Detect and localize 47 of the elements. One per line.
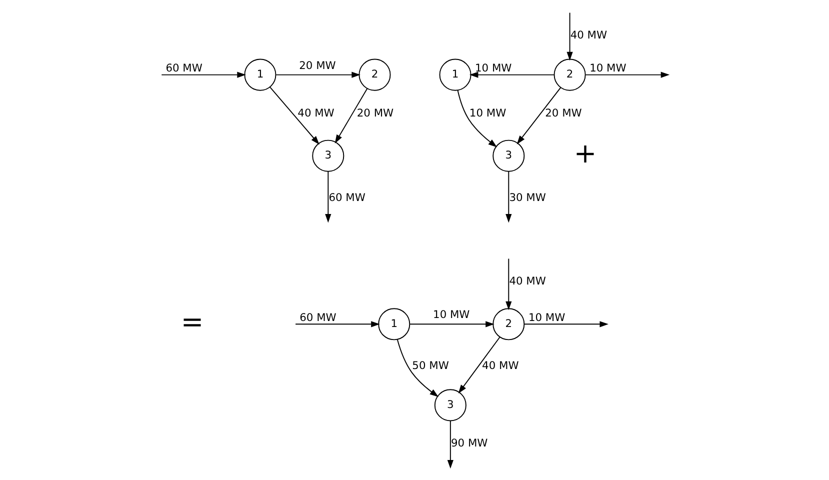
arrow xyxy=(275,72,360,78)
node-circle: 3 xyxy=(492,140,524,172)
edge-label: 40 MW xyxy=(482,359,518,372)
edge-label: 50 MW xyxy=(412,359,448,372)
arrow xyxy=(524,321,608,328)
arrow xyxy=(409,321,494,328)
arrow xyxy=(334,88,368,144)
node-circle: 2 xyxy=(553,58,586,91)
node-circle: 3 xyxy=(312,140,344,172)
edge-label: 20 MW xyxy=(356,106,394,120)
edge-label: 10 MW xyxy=(528,311,565,324)
edge-label: 40 MW xyxy=(508,274,546,288)
edge-label: 30 MW xyxy=(508,190,546,204)
arrow xyxy=(516,86,561,144)
edge-label: 10 MW xyxy=(468,106,506,120)
arrow xyxy=(584,72,670,78)
label: = xyxy=(180,306,204,338)
node-circle: 1 xyxy=(438,58,471,91)
node-circle: 1 xyxy=(244,58,276,91)
edge-label: 60 MW xyxy=(328,190,365,204)
edge-label: 60 MW xyxy=(299,311,336,324)
arrow xyxy=(324,170,331,223)
edge-label: 20 MW xyxy=(298,58,336,72)
node-circle: 2 xyxy=(358,58,390,91)
edge-label: 10 MW xyxy=(432,308,470,322)
edge-label: 60 MW xyxy=(165,62,202,75)
arrow xyxy=(396,339,438,397)
arrow xyxy=(456,90,497,148)
arrow xyxy=(160,72,246,78)
node-circle: 2 xyxy=(492,308,524,340)
arrow xyxy=(458,336,500,394)
arrow xyxy=(566,12,572,61)
edge-label: 40 MW xyxy=(570,28,607,42)
label: + xyxy=(573,138,596,170)
edge-label: 20 MW xyxy=(544,106,582,120)
arrow xyxy=(294,321,380,328)
edge-label: 10 MW xyxy=(589,62,626,75)
arrow xyxy=(505,258,512,310)
arrow xyxy=(505,170,512,223)
arrow xyxy=(268,86,319,145)
edge-label: 10 MW xyxy=(474,62,512,75)
edge-label: 90 MW xyxy=(450,436,488,450)
node-circle: 3 xyxy=(434,389,466,422)
node-circle: 1 xyxy=(378,308,410,340)
arrow xyxy=(468,72,554,78)
edge-label: 40 MW xyxy=(297,106,334,120)
arrow xyxy=(446,420,453,469)
